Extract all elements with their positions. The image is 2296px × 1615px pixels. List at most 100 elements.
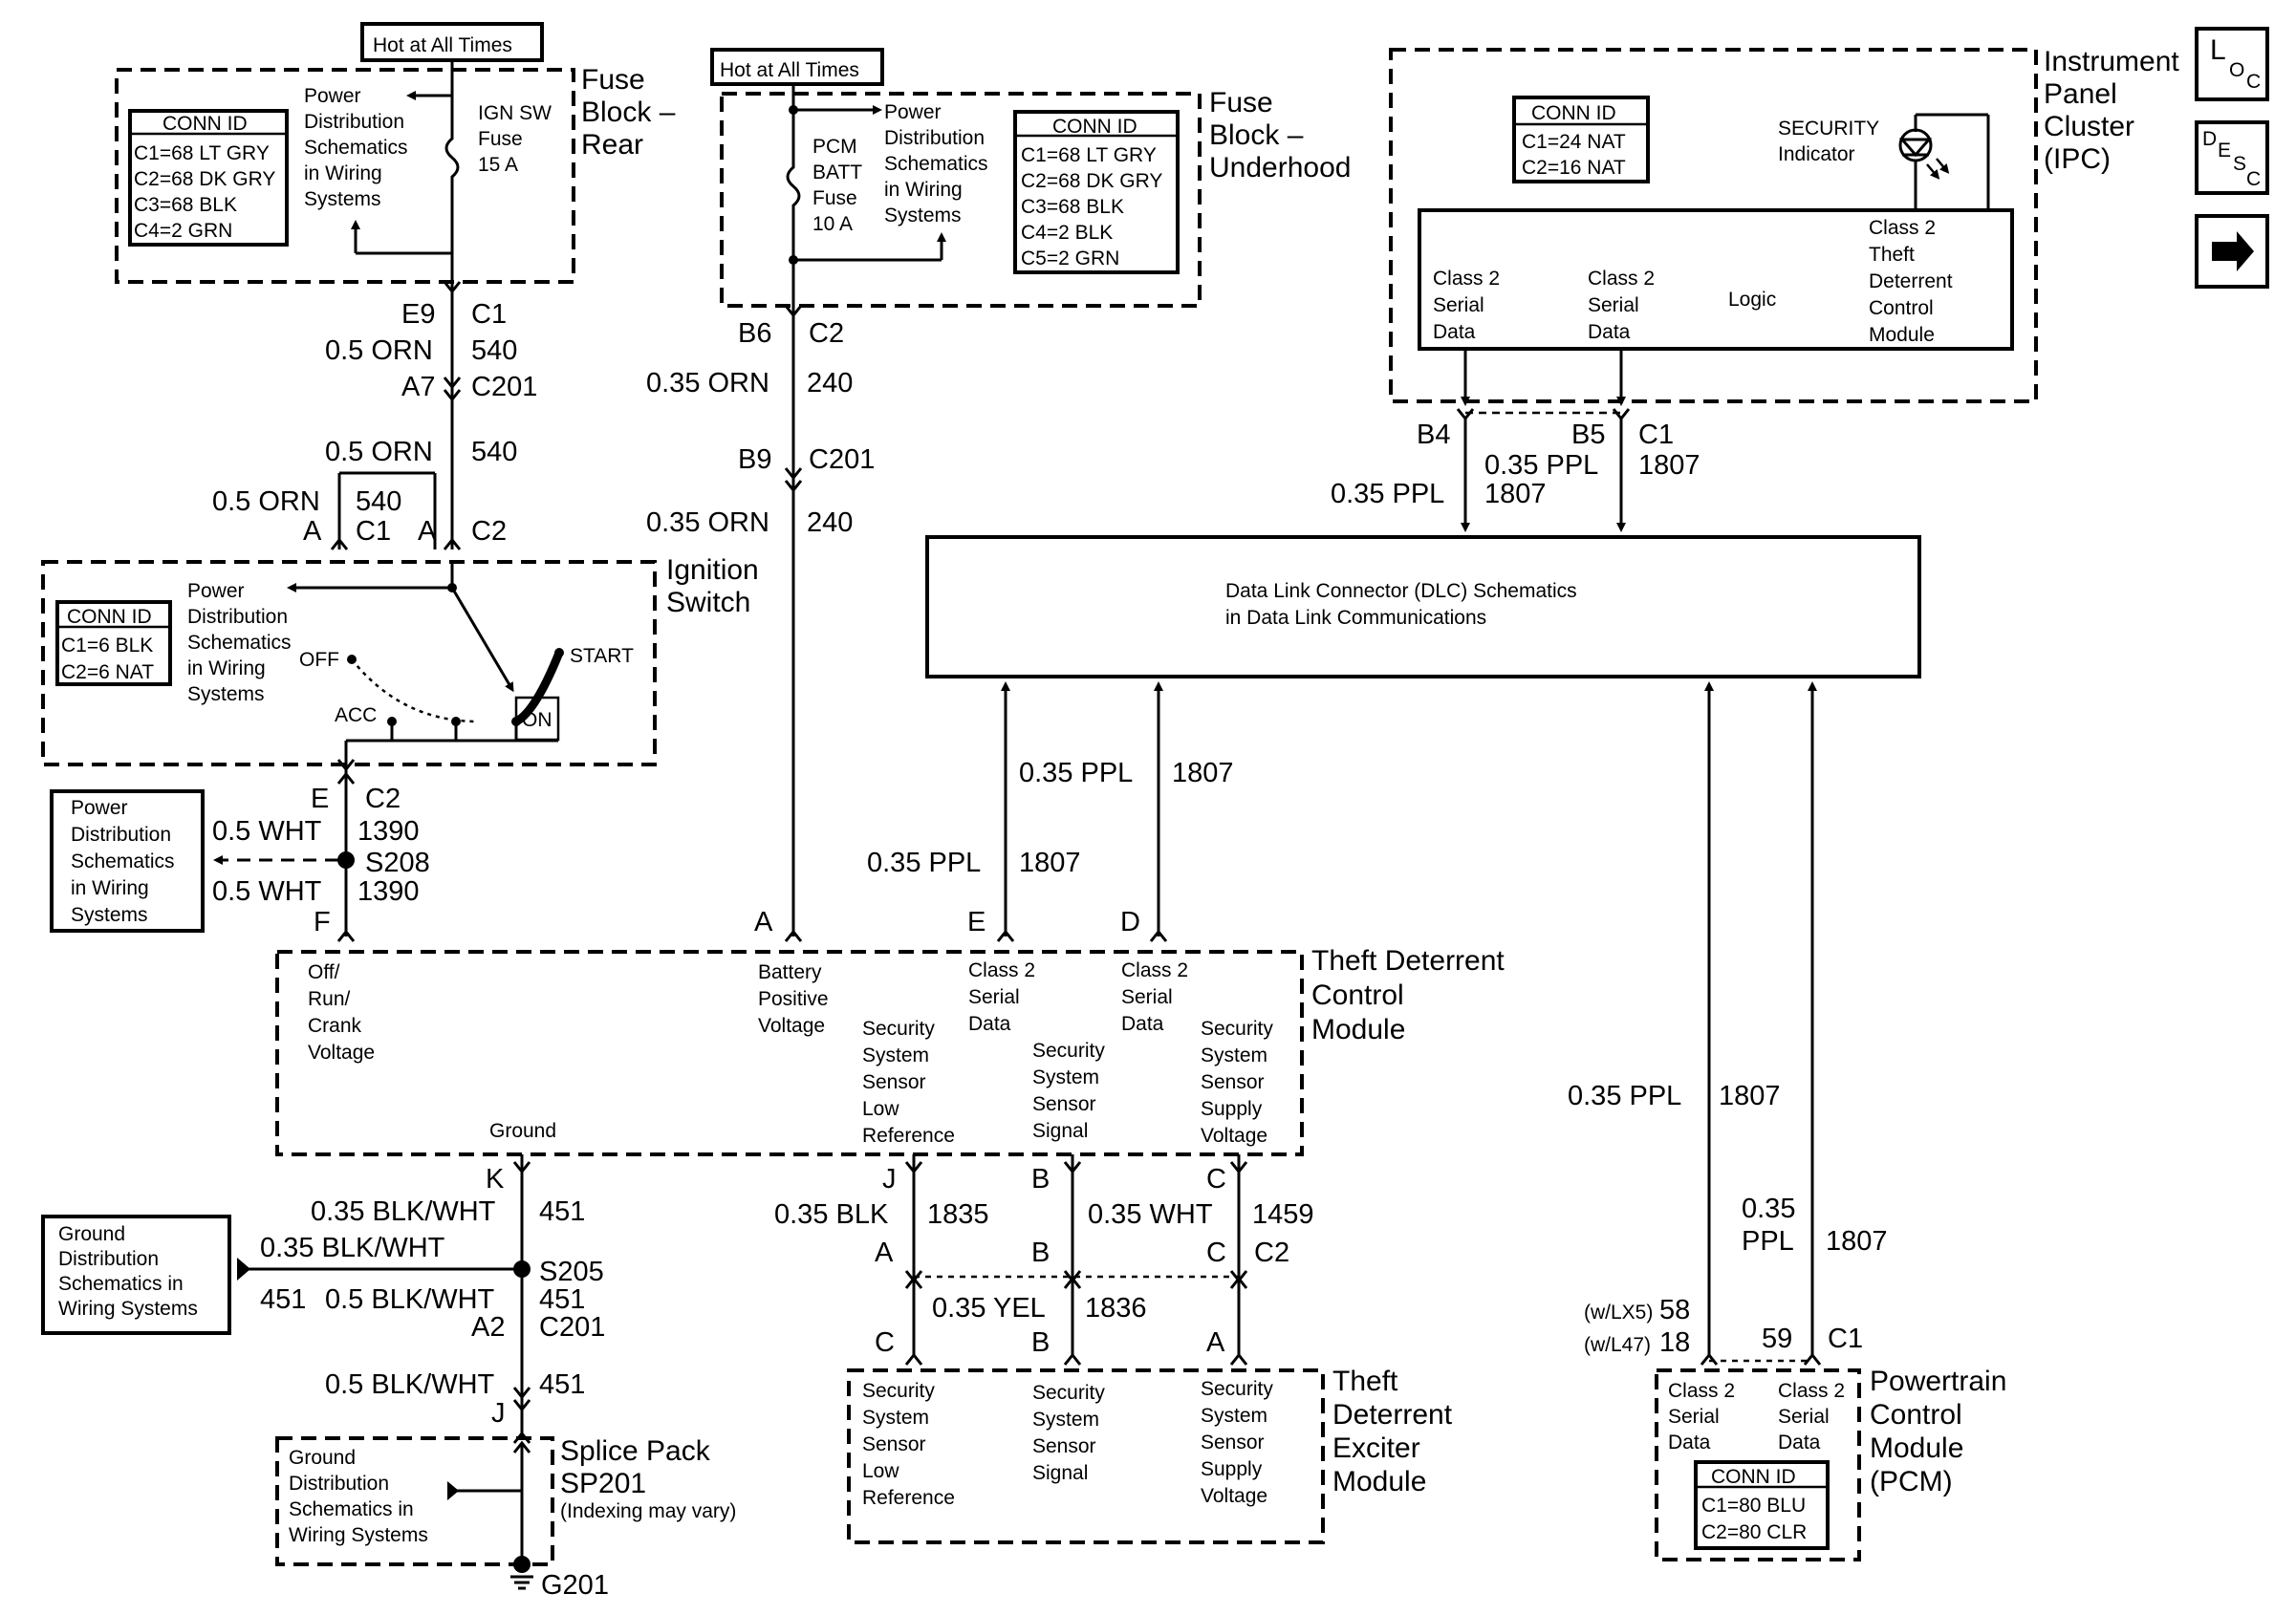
svg-text:in Wiring: in Wiring [304,162,382,184]
svg-text:18: 18 [1659,1327,1690,1358]
pcm-conn-id-table [1694,1460,1830,1550]
svg-text:Deterrent: Deterrent [1869,270,1953,292]
svg-text:(Indexing may vary): (Indexing may vary) [560,1500,736,1522]
svg-text:0.35 BLK/WHT: 0.35 BLK/WHT [311,1196,496,1227]
svg-text:Data: Data [1121,1013,1164,1035]
svg-text:Voltage: Voltage [1201,1485,1267,1507]
svg-text:Module: Module [1869,324,1935,346]
svg-text:System: System [1201,1044,1267,1066]
svg-text:Security: Security [1201,1378,1273,1400]
svg-text:Powertrain: Powertrain [1870,1366,2006,1397]
svg-text:Data: Data [1433,321,1476,343]
svg-text:Schematics: Schematics [187,632,292,654]
svg-text:Sensor: Sensor [1032,1435,1096,1457]
svg-text:C5=2 GRN: C5=2 GRN [1021,248,1119,269]
svg-text:Security: Security [1201,1018,1273,1040]
svg-text:Security: Security [862,1018,935,1040]
svg-text:C1=68 LT GRY: C1=68 LT GRY [1021,144,1157,166]
svg-text:B: B [1031,1238,1050,1268]
svg-text:Distribution: Distribution [71,824,171,846]
svg-text:C2: C2 [1254,1238,1289,1268]
hot-label-underhood: Hot at All Times [720,59,859,81]
svg-text:OFF: OFF [299,649,339,671]
svg-text:E: E [311,784,329,814]
svg-text:C201: C201 [471,372,537,402]
svg-text:Systems: Systems [884,205,962,226]
svg-text:10 A: 10 A [812,213,853,235]
svg-text:1807: 1807 [1826,1226,1888,1257]
splice-pack-outline [275,1436,554,1566]
fuse-block-rear-outline [115,68,575,284]
svg-text:0.5 BLK/WHT: 0.5 BLK/WHT [325,1284,495,1315]
svg-text:0.35: 0.35 [1742,1194,1795,1224]
svg-text:Class 2: Class 2 [968,959,1035,981]
svg-text:58: 58 [1659,1295,1690,1325]
arrow-right-icon[interactable] [2195,214,2269,289]
svg-text:0.35 BLK/WHT: 0.35 BLK/WHT [260,1233,445,1263]
svg-text:C1=80 BLU: C1=80 BLU [1701,1495,1806,1517]
svg-text:Serial: Serial [968,986,1020,1008]
ign-sw-fuse-symbol [444,96,460,253]
svg-text:Block –: Block – [1209,119,1304,151]
tdem-outline [847,1368,1325,1544]
desc-icon[interactable]: D E S C [2195,120,2269,195]
svg-text:C1=24 NAT: C1=24 NAT [1522,131,1626,153]
svg-text:A: A [754,907,773,937]
svg-text:Module: Module [1870,1432,1963,1464]
svg-text:451: 451 [260,1284,306,1315]
svg-text:(w/LX5): (w/LX5) [1584,1302,1653,1324]
splice-s205 [513,1260,531,1278]
svg-text:D: D [1120,907,1140,937]
svg-text:540: 540 [356,486,401,517]
svg-text:Run/: Run/ [308,988,351,1010]
svg-text:59: 59 [1762,1324,1792,1354]
svg-text:451: 451 [539,1284,585,1315]
svg-text:C1=6 BLK: C1=6 BLK [61,635,153,657]
svg-text:CONN ID: CONN ID [1052,116,1137,138]
svg-text:Positive: Positive [758,988,829,1010]
wire-540: E9 C1 0.5 ORN 540 A7 C201 0.5 ORN 540 0.… [212,281,537,550]
ign-sw-fuse-label: IGN SW Fuse 15 A [478,102,552,176]
fbu-power-distribution-ref: Power Distribution Schematics in Wiring … [884,101,988,226]
svg-text:Security: Security [1032,1382,1105,1404]
svg-text:K: K [486,1164,505,1195]
svg-text:Module: Module [1332,1466,1426,1497]
svg-text:Sensor: Sensor [1201,1432,1265,1454]
svg-text:Supply: Supply [1201,1458,1263,1480]
svg-text:S205: S205 [539,1257,604,1287]
svg-text:C1: C1 [1638,420,1674,450]
ground-distribution-ref-text: Ground Distribution Schematics in Wiring… [58,1223,198,1320]
svg-text:E9: E9 [401,299,435,330]
svg-text:Panel: Panel [2044,78,2117,110]
svg-text:C2=6 NAT: C2=6 NAT [61,661,154,683]
svg-text:B6: B6 [738,318,771,349]
svg-text:0.5 WHT: 0.5 WHT [212,816,322,847]
svg-text:451: 451 [539,1196,585,1227]
svg-text:CONN ID: CONN ID [1711,1466,1796,1488]
svg-text:C1: C1 [471,299,507,330]
svg-text:A: A [1206,1327,1225,1358]
loc-icon[interactable]: L O C [2195,27,2269,101]
svg-text:0.35 WHT: 0.35 WHT [1088,1199,1213,1230]
svg-text:Control: Control [1870,1399,1962,1431]
svg-text:B5: B5 [1571,420,1605,450]
svg-text:C4=2 GRN: C4=2 GRN [134,220,232,242]
svg-text:540: 540 [471,437,517,467]
instrument-panel-cluster: Instrument Panel Cluster (IPC) CONN ID C… [1389,46,2179,403]
ipc-outline [1389,48,2038,403]
dlc-box [925,535,1921,678]
svg-text:C3=68 BLK: C3=68 BLK [1021,196,1124,218]
svg-text:Serial: Serial [1433,294,1484,316]
svg-text:0.35 ORN: 0.35 ORN [646,507,769,538]
svg-text:J: J [491,1398,506,1429]
svg-text:Underhood: Underhood [1209,152,1351,183]
svg-text:Theft: Theft [1869,244,1915,266]
svg-text:Schematics: Schematics [71,851,175,872]
svg-text:Schematics in: Schematics in [58,1273,184,1295]
svg-text:Class 2: Class 2 [1588,268,1655,290]
svg-text:Ground: Ground [58,1223,125,1245]
svg-text:C1: C1 [356,516,391,547]
svg-text:Fuse: Fuse [581,64,645,96]
svg-text:1459: 1459 [1252,1199,1314,1230]
wire-1390: E C2 0.5 WHT 1390 S208 0.5 WHT 1390 F [212,759,430,942]
